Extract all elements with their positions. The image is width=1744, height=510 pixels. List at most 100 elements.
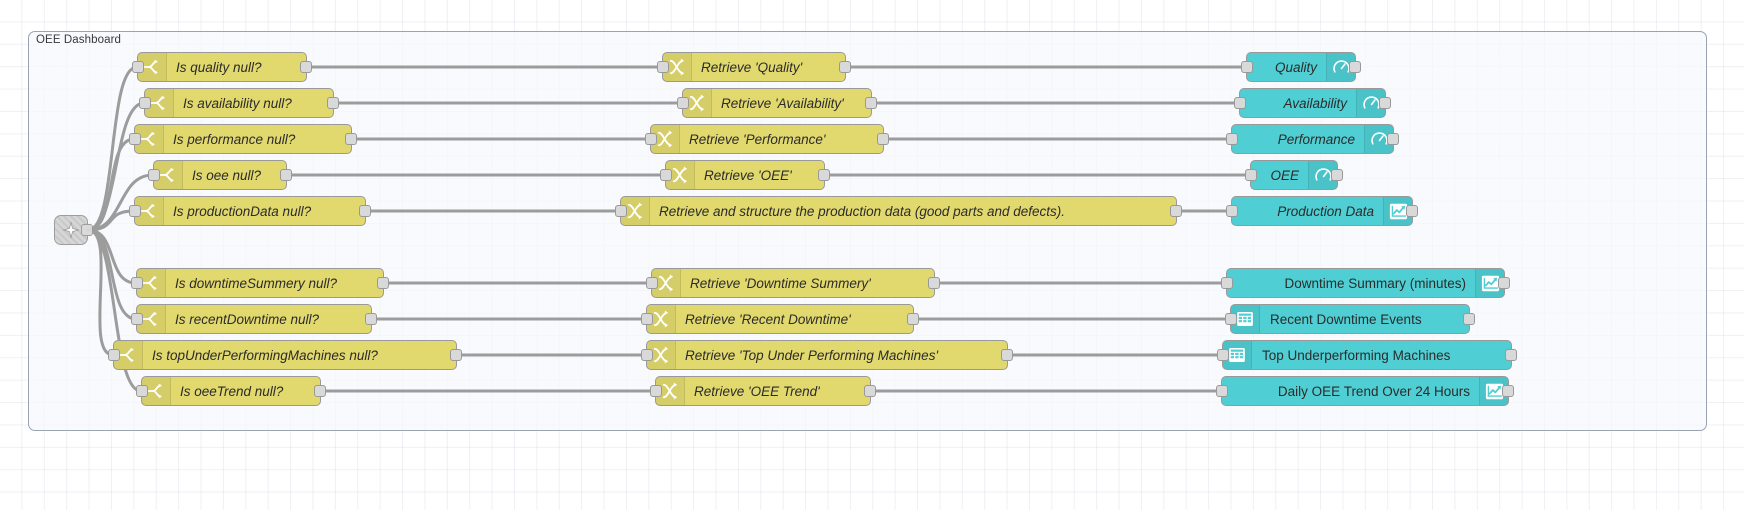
switch-node-input-port[interactable] (131, 313, 143, 325)
switch-icon (138, 53, 167, 81)
switch-node-output-port[interactable] (314, 385, 326, 397)
change-node-label: Retrieve 'Recent Downtime' (685, 311, 851, 327)
switch-node-input-port[interactable] (132, 61, 144, 73)
dashboard-node-downtime-summary[interactable]: Downtime Summary (minutes) (1221, 268, 1510, 298)
switch-node-input-port[interactable] (148, 169, 160, 181)
change-node-input-port[interactable] (657, 61, 669, 73)
change-node-output-port[interactable] (839, 61, 851, 73)
change-node-label: Retrieve 'Downtime Summery' (690, 275, 871, 291)
dashboard-node-performance[interactable]: Performance (1226, 124, 1399, 154)
change-node-output-port[interactable] (907, 313, 919, 325)
dashboard-node-top-underperforming[interactable]: Top Underperforming Machines (1217, 340, 1517, 370)
change-node-input-port[interactable] (645, 133, 657, 145)
change-node-production-data[interactable]: Retrieve and structure the production da… (615, 196, 1182, 226)
change-node-oee-trend[interactable]: Retrieve 'OEE Trend' (650, 376, 876, 406)
change-node-output-port[interactable] (865, 97, 877, 109)
switch-node-availability[interactable]: Is availability null? (139, 88, 339, 118)
switch-node-input-port[interactable] (136, 385, 148, 397)
dashboard-node-output-port[interactable] (1406, 205, 1418, 217)
dashboard-node-output-port[interactable] (1505, 349, 1517, 361)
switch-node-label: Is oeeTrend null? (180, 383, 284, 399)
switch-node-input-port[interactable] (131, 277, 143, 289)
dashboard-node-quality[interactable]: Quality (1241, 52, 1361, 82)
change-node-input-port[interactable] (650, 385, 662, 397)
switch-node-output-port[interactable] (300, 61, 312, 73)
switch-node-label: Is downtimeSummery null? (175, 275, 338, 291)
dashboard-node-output-port[interactable] (1463, 313, 1475, 325)
dashboard-node-input-port[interactable] (1217, 349, 1229, 361)
switch-node-input-port[interactable] (108, 349, 120, 361)
change-node-output-port[interactable] (864, 385, 876, 397)
dashboard-node-availability[interactable]: Availability (1234, 88, 1391, 118)
dashboard-node-input-port[interactable] (1234, 97, 1246, 109)
change-node-output-port[interactable] (877, 133, 889, 145)
change-node-input-port[interactable] (615, 205, 627, 217)
switch-node-output-port[interactable] (359, 205, 371, 217)
change-node-output-port[interactable] (1170, 205, 1182, 217)
switch-node-output-port[interactable] (377, 277, 389, 289)
change-node-input-port[interactable] (677, 97, 689, 109)
dashboard-node-input-port[interactable] (1226, 133, 1238, 145)
dashboard-node-output-port[interactable] (1349, 61, 1361, 73)
dashboard-node-label: Daily OEE Trend Over 24 Hours (1277, 383, 1470, 399)
dashboard-node-production-data[interactable]: Production Data (1226, 196, 1418, 226)
dashboard-node-output-port[interactable] (1387, 133, 1399, 145)
dashboard-node-output-port[interactable] (1379, 97, 1391, 109)
switch-node-output-port[interactable] (345, 133, 357, 145)
switch-node-recent-downtime[interactable]: Is recentDowntime null? (131, 304, 377, 334)
change-node-output-port[interactable] (818, 169, 830, 181)
switch-node-output-port[interactable] (327, 97, 339, 109)
group-label: OEE Dashboard (36, 34, 122, 46)
change-node-input-port[interactable] (641, 349, 653, 361)
change-node-oee[interactable]: Retrieve 'OEE' (660, 160, 830, 190)
change-node-downtime-summary[interactable]: Retrieve 'Downtime Summery' (646, 268, 940, 298)
inject-node[interactable] (54, 215, 93, 245)
switch-node-output-port[interactable] (450, 349, 462, 361)
switch-node-input-port[interactable] (139, 97, 151, 109)
dashboard-node-input-port[interactable] (1216, 385, 1228, 397)
change-node-input-port[interactable] (660, 169, 672, 181)
change-node-label: Retrieve 'OEE' (704, 167, 792, 183)
dashboard-node-output-port[interactable] (1498, 277, 1510, 289)
switch-node-production-data[interactable]: Is productionData null? (129, 196, 371, 226)
change-node-output-port[interactable] (928, 277, 940, 289)
switch-node-input-port[interactable] (129, 133, 141, 145)
change-node-top-underperforming[interactable]: Retrieve 'Top Under Performing Machines' (641, 340, 1013, 370)
dashboard-node-recent-downtime[interactable]: Recent Downtime Events (1225, 304, 1475, 334)
change-node-input-port[interactable] (641, 313, 653, 325)
dashboard-node-label: Downtime Summary (minutes) (1284, 275, 1466, 291)
switch-node-performance[interactable]: Is performance null? (129, 124, 357, 154)
change-node-label: Retrieve 'Top Under Performing Machines' (685, 347, 939, 363)
switch-node-output-port[interactable] (365, 313, 377, 325)
switch-node-input-port[interactable] (129, 205, 141, 217)
inject-output-port[interactable] (81, 224, 93, 236)
change-node-quality[interactable]: Retrieve 'Quality' (657, 52, 851, 82)
dashboard-node-oee[interactable]: OEE (1245, 160, 1343, 190)
switch-node-oee[interactable]: Is oee null? (148, 160, 292, 190)
change-node-label: Retrieve 'Performance' (689, 131, 826, 147)
change-node-output-port[interactable] (1001, 349, 1013, 361)
switch-node-top-underperforming[interactable]: Is topUnderPerformingMachines null? (108, 340, 462, 370)
change-node-label: Retrieve 'Quality' (701, 59, 803, 75)
change-node-performance[interactable]: Retrieve 'Performance' (645, 124, 889, 154)
dashboard-node-input-port[interactable] (1221, 277, 1233, 289)
change-node-availability[interactable]: Retrieve 'Availability' (677, 88, 877, 118)
dashboard-node-label: Recent Downtime Events (1270, 311, 1422, 327)
dashboard-node-input-port[interactable] (1241, 61, 1253, 73)
switch-icon (114, 341, 143, 369)
dashboard-node-input-port[interactable] (1245, 169, 1257, 181)
dashboard-node-label: Quality (1274, 59, 1317, 75)
dashboard-node-label: OEE (1270, 167, 1299, 183)
change-node-recent-downtime[interactable]: Retrieve 'Recent Downtime' (641, 304, 919, 334)
change-node-input-port[interactable] (646, 277, 658, 289)
switch-node-downtime-summary[interactable]: Is downtimeSummery null? (131, 268, 389, 298)
dashboard-node-input-port[interactable] (1226, 205, 1238, 217)
dashboard-node-output-port[interactable] (1331, 169, 1343, 181)
dashboard-node-output-port[interactable] (1502, 385, 1514, 397)
switch-node-output-port[interactable] (280, 169, 292, 181)
switch-node-oee-trend[interactable]: Is oeeTrend null? (136, 376, 326, 406)
dashboard-node-oee-trend[interactable]: Daily OEE Trend Over 24 Hours (1216, 376, 1514, 406)
dashboard-node-input-port[interactable] (1225, 313, 1237, 325)
switch-node-quality[interactable]: Is quality null? (132, 52, 312, 82)
